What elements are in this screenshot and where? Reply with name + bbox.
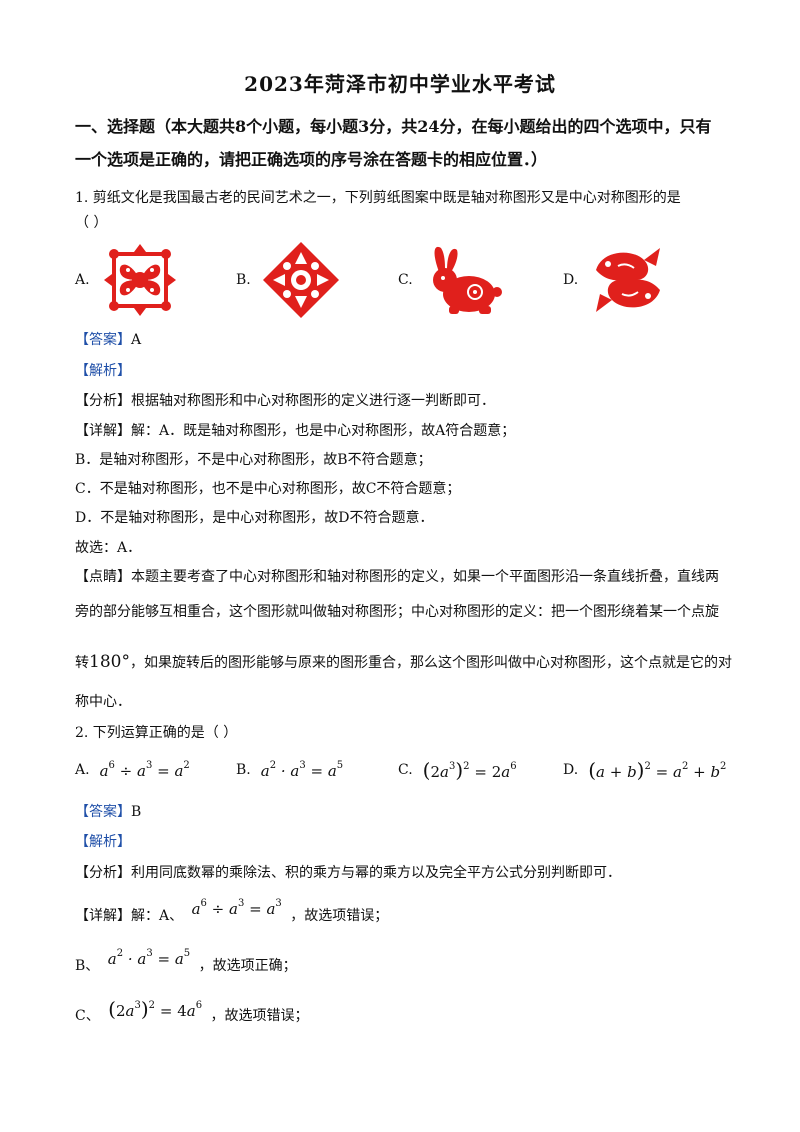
section-heading-line2: 一个选项是正确的，请把正确选项的序号涂在答题卡的相应位置．） [75, 150, 548, 169]
option-label: D. [563, 762, 579, 778]
xiangjie-tag: 【详解】 [75, 423, 131, 439]
line-c-pre: C、 [75, 1008, 100, 1024]
q1-option-c: C. [398, 240, 503, 320]
page-title: 2023年菏泽市初中学业水平考试 [244, 72, 556, 96]
paper-cut-rabbit-image [432, 246, 502, 314]
fenxi-tag: 【分析】 [75, 393, 131, 409]
dianjing3-pre: 转 [75, 655, 89, 671]
degree-value: 180° [89, 652, 130, 672]
option-label: C. [398, 762, 413, 778]
q2-analysis-tag: 【解析】 [75, 834, 131, 850]
q1-line-b: B．是轴对称图形，不是中心对称图形，故B不符合题意； [75, 452, 432, 468]
q2-xiangjie: 【详解】解：A、 a6 ÷ a3 = a3 ，故选项错误； [75, 898, 389, 926]
option-label: A. [75, 762, 90, 778]
q2-line-c: C、 (2a3)2 = 4a6 ，故选项错误； [75, 999, 309, 1026]
paper-cut-diamond-image [262, 242, 339, 318]
option-label: B. [236, 272, 251, 288]
q2-option-c: C. (2a3)2 = 2a6 [398, 758, 517, 782]
option-label: B. [236, 762, 251, 778]
xiangjie-post: ，故选项错误； [290, 908, 389, 924]
xiangjie-pre: 解：A、 [131, 908, 184, 924]
q1-option-a: A. [75, 240, 180, 320]
q1-dianjing-line4: 称中心． [75, 694, 131, 710]
xiangjie-tag: 【详解】 [75, 908, 131, 924]
q1-answer: 【答案】A [75, 330, 141, 350]
option-label: D. [563, 272, 579, 288]
q1-analysis-tag: 【解析】 [75, 363, 131, 379]
q1-xiangjie: 【详解】解：A．既是轴对称图形，也是中心对称图形，故A符合题意； [75, 421, 515, 441]
q1-dianjing-line2: 旁的部分能够互相重合，这个图形就叫做轴对称图形；中心对称图形的定义：把一个图形绕… [75, 604, 719, 620]
section-heading-line1: 一、选择题（本大题共8个小题，每小题3分，共24分，在每小题给出的四个选项中，只… [75, 117, 712, 136]
q2-fenxi: 【分析】利用同底数幂的乘除法、积的乘方与幂的乘方以及完全平方公式分别判断即可． [75, 863, 621, 883]
fenxi-tag: 【分析】 [75, 865, 131, 881]
q1-line-d: D．不是轴对称图形，是中心对称图形，故D不符合题意． [75, 510, 434, 526]
option-label: A. [75, 272, 90, 288]
formula-a: a6 ÷ a3 = a2 [99, 760, 190, 780]
formula-b: a2 · a3 = a5 [260, 760, 344, 780]
option-label: C. [398, 272, 413, 288]
paper-cut-fish-image [596, 248, 661, 312]
line-b-post: ，故选项正确； [198, 958, 297, 974]
q1-fenxi: 【分析】根据轴对称图形和中心对称图形的定义进行逐一判断即可． [75, 391, 495, 411]
q1-stem-paren: （ ） [75, 215, 108, 231]
dianjing3-post: ，如果旋转后的图形能够与原来的图形重合，那么这个图形叫做中心对称图形，这个点就是… [129, 655, 732, 671]
dianjing-tag: 【点睛】 [75, 569, 131, 585]
q1-dianjing-line3: 转180°，如果旋转后的图形能够与原来的图形重合，那么这个图形叫做中心对称图形，… [75, 652, 732, 673]
answer-tag: 【答案】 [75, 332, 131, 348]
dianjing-text: 本题主要考查了中心对称图形和轴对称图形的定义，如果一个平面图形沿一条直线折叠，直… [131, 569, 719, 585]
formula-a-detail: a6 ÷ a3 = a3 [191, 898, 282, 918]
xiangjie-text: 解：A．既是轴对称图形，也是中心对称图形，故A符合题意； [131, 423, 516, 439]
q1-dianjing-line1: 【点睛】本题主要考查了中心对称图形和轴对称图形的定义，如果一个平面图形沿一条直线… [75, 567, 719, 587]
q2-option-b: B. a2 · a3 = a5 [236, 760, 343, 780]
answer-value: B [131, 804, 142, 820]
q2-option-d: D. (a + b)2 = a2 + b2 [563, 758, 726, 782]
paper-cut-butterfly-image [103, 244, 176, 316]
q2-stem: 2. 下列运算正确的是（ ） [75, 725, 238, 741]
answer-value: A [131, 332, 142, 348]
line-c-post: ，故选项错误； [210, 1008, 309, 1024]
fenxi-text: 根据轴对称图形和中心对称图形的定义进行逐一判断即可． [131, 393, 495, 409]
q1-option-b: B. [236, 240, 341, 320]
q1-stem: 1. 剪纸文化是我国最古老的民间艺术之一，下列剪纸图案中既是轴对称图形又是中心对… [75, 190, 681, 206]
q1-option-d: D. [563, 240, 668, 320]
formula-b-detail: a2 · a3 = a5 [107, 948, 191, 968]
formula-c-detail: (2a3)2 = 4a6 [108, 997, 203, 1021]
formula-c: (2a3)2 = 2a6 [422, 758, 517, 782]
q2-option-a: A. a6 ÷ a3 = a2 [75, 760, 190, 780]
q1-choose: 故选：A． [75, 540, 142, 556]
fenxi-text: 利用同底数幂的乘除法、积的乘方与幂的乘方以及完全平方公式分别判断即可． [131, 865, 621, 881]
q2-line-b: B、 a2 · a3 = a5 ，故选项正确； [75, 948, 297, 976]
q2-answer: 【答案】B [75, 802, 141, 822]
answer-tag: 【答案】 [75, 804, 131, 820]
formula-d: (a + b)2 = a2 + b2 [588, 758, 727, 782]
line-b-pre: B、 [75, 958, 100, 974]
q1-line-c: C．不是轴对称图形，也不是中心对称图形，故C不符合题意； [75, 481, 461, 497]
